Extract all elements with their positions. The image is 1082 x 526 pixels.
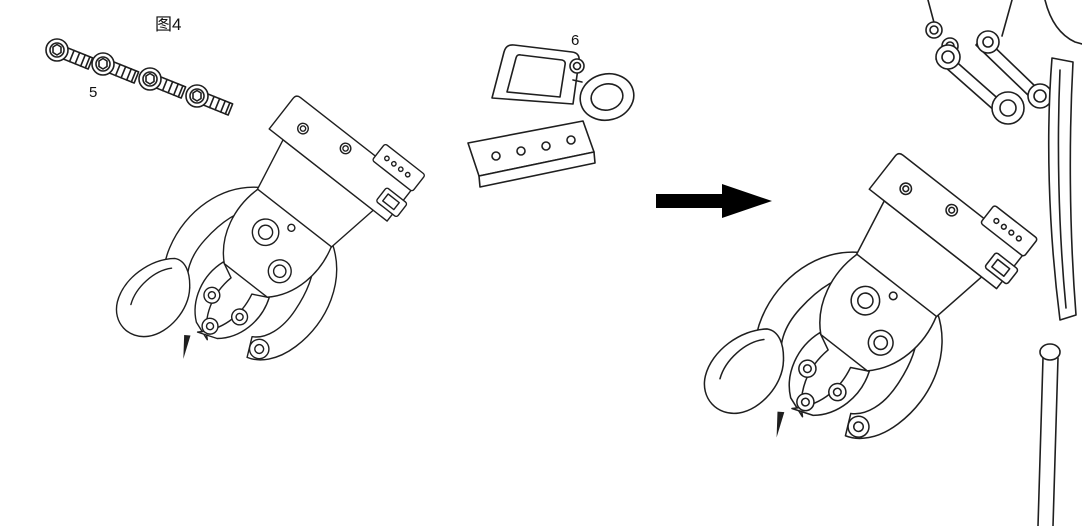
screw-part	[91, 52, 140, 84]
figure-caption: 图4	[155, 15, 182, 34]
assembly-direction-arrow	[656, 184, 772, 218]
screw-part	[45, 38, 94, 70]
screw-part	[185, 84, 234, 116]
gripper-right-illustration	[689, 126, 1045, 506]
screws-part-group	[45, 38, 234, 116]
robot-arm-partial-illustration	[925, 0, 1082, 526]
gripper-left-illustration	[102, 70, 432, 422]
part-label-screws: 5	[89, 84, 98, 101]
part-label-bracket: 6	[571, 32, 580, 49]
bracket-part-illustration	[467, 44, 635, 188]
screw-part	[138, 67, 187, 99]
